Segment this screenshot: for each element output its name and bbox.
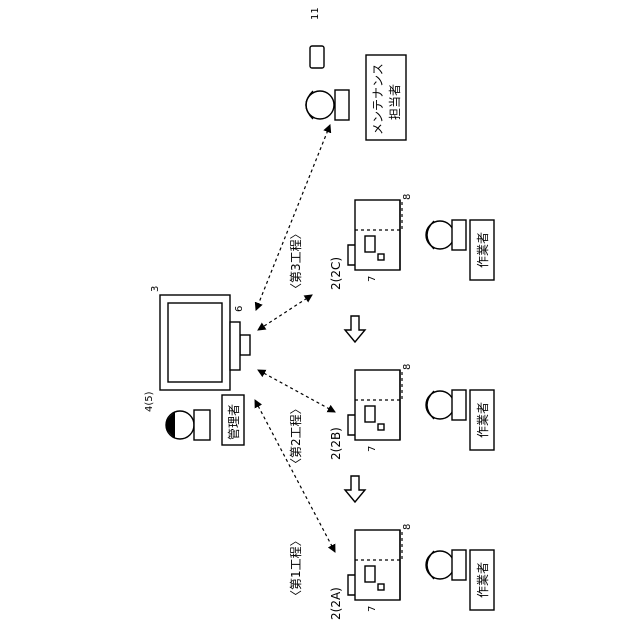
machine-2c: 2(2C) 7 8 (329, 194, 413, 290)
manager-label: 管理者 (226, 404, 241, 440)
worker-b-label: 作業者 (476, 402, 490, 438)
maintenance-label-line1: メンテナンス (371, 63, 385, 135)
machine-2a: 2(2A) 7 8 (329, 524, 413, 620)
ref-8-c: 8 (402, 194, 413, 200)
machine-2b: 2(2B) 7 8 (329, 364, 413, 460)
worker-b (426, 390, 466, 420)
machine-2a-label: 2(2A) (329, 587, 343, 620)
ref-3: 3 (150, 286, 161, 292)
step1-label: 〈第1工程〉 (288, 534, 303, 602)
flow-arrow-1 (345, 476, 365, 502)
step3-label: 〈第3工程〉 (288, 227, 303, 295)
worker-a-label: 作業者 (476, 562, 490, 598)
ref-7-a: 7 (367, 606, 378, 612)
maintenance-figure (306, 90, 349, 120)
machine-2b-label: 2(2B) (329, 427, 343, 460)
ref-8-b: 8 (402, 364, 413, 370)
smartphone-icon (310, 46, 324, 68)
ref-11: 11 (310, 7, 321, 20)
ref-6: 6 (234, 306, 245, 312)
ref-4-5: 4(5) (144, 391, 155, 412)
flow-arrow-2 (345, 316, 365, 342)
worker-a (426, 550, 466, 580)
machine-2c-label: 2(2C) (329, 257, 343, 290)
step2-label: 〈第2工程〉 (288, 402, 303, 470)
ref-8-a: 8 (402, 524, 413, 530)
link-step3 (258, 295, 312, 330)
management-terminal: 3 4(5) 6 (144, 286, 250, 412)
ref-7-c: 7 (367, 276, 378, 282)
maintenance-label-line2: 担当者 (388, 84, 402, 120)
worker-c (426, 220, 466, 250)
ref-7-b: 7 (367, 446, 378, 452)
worker-c-label: 作業者 (476, 232, 490, 268)
manager-figure (166, 410, 210, 440)
